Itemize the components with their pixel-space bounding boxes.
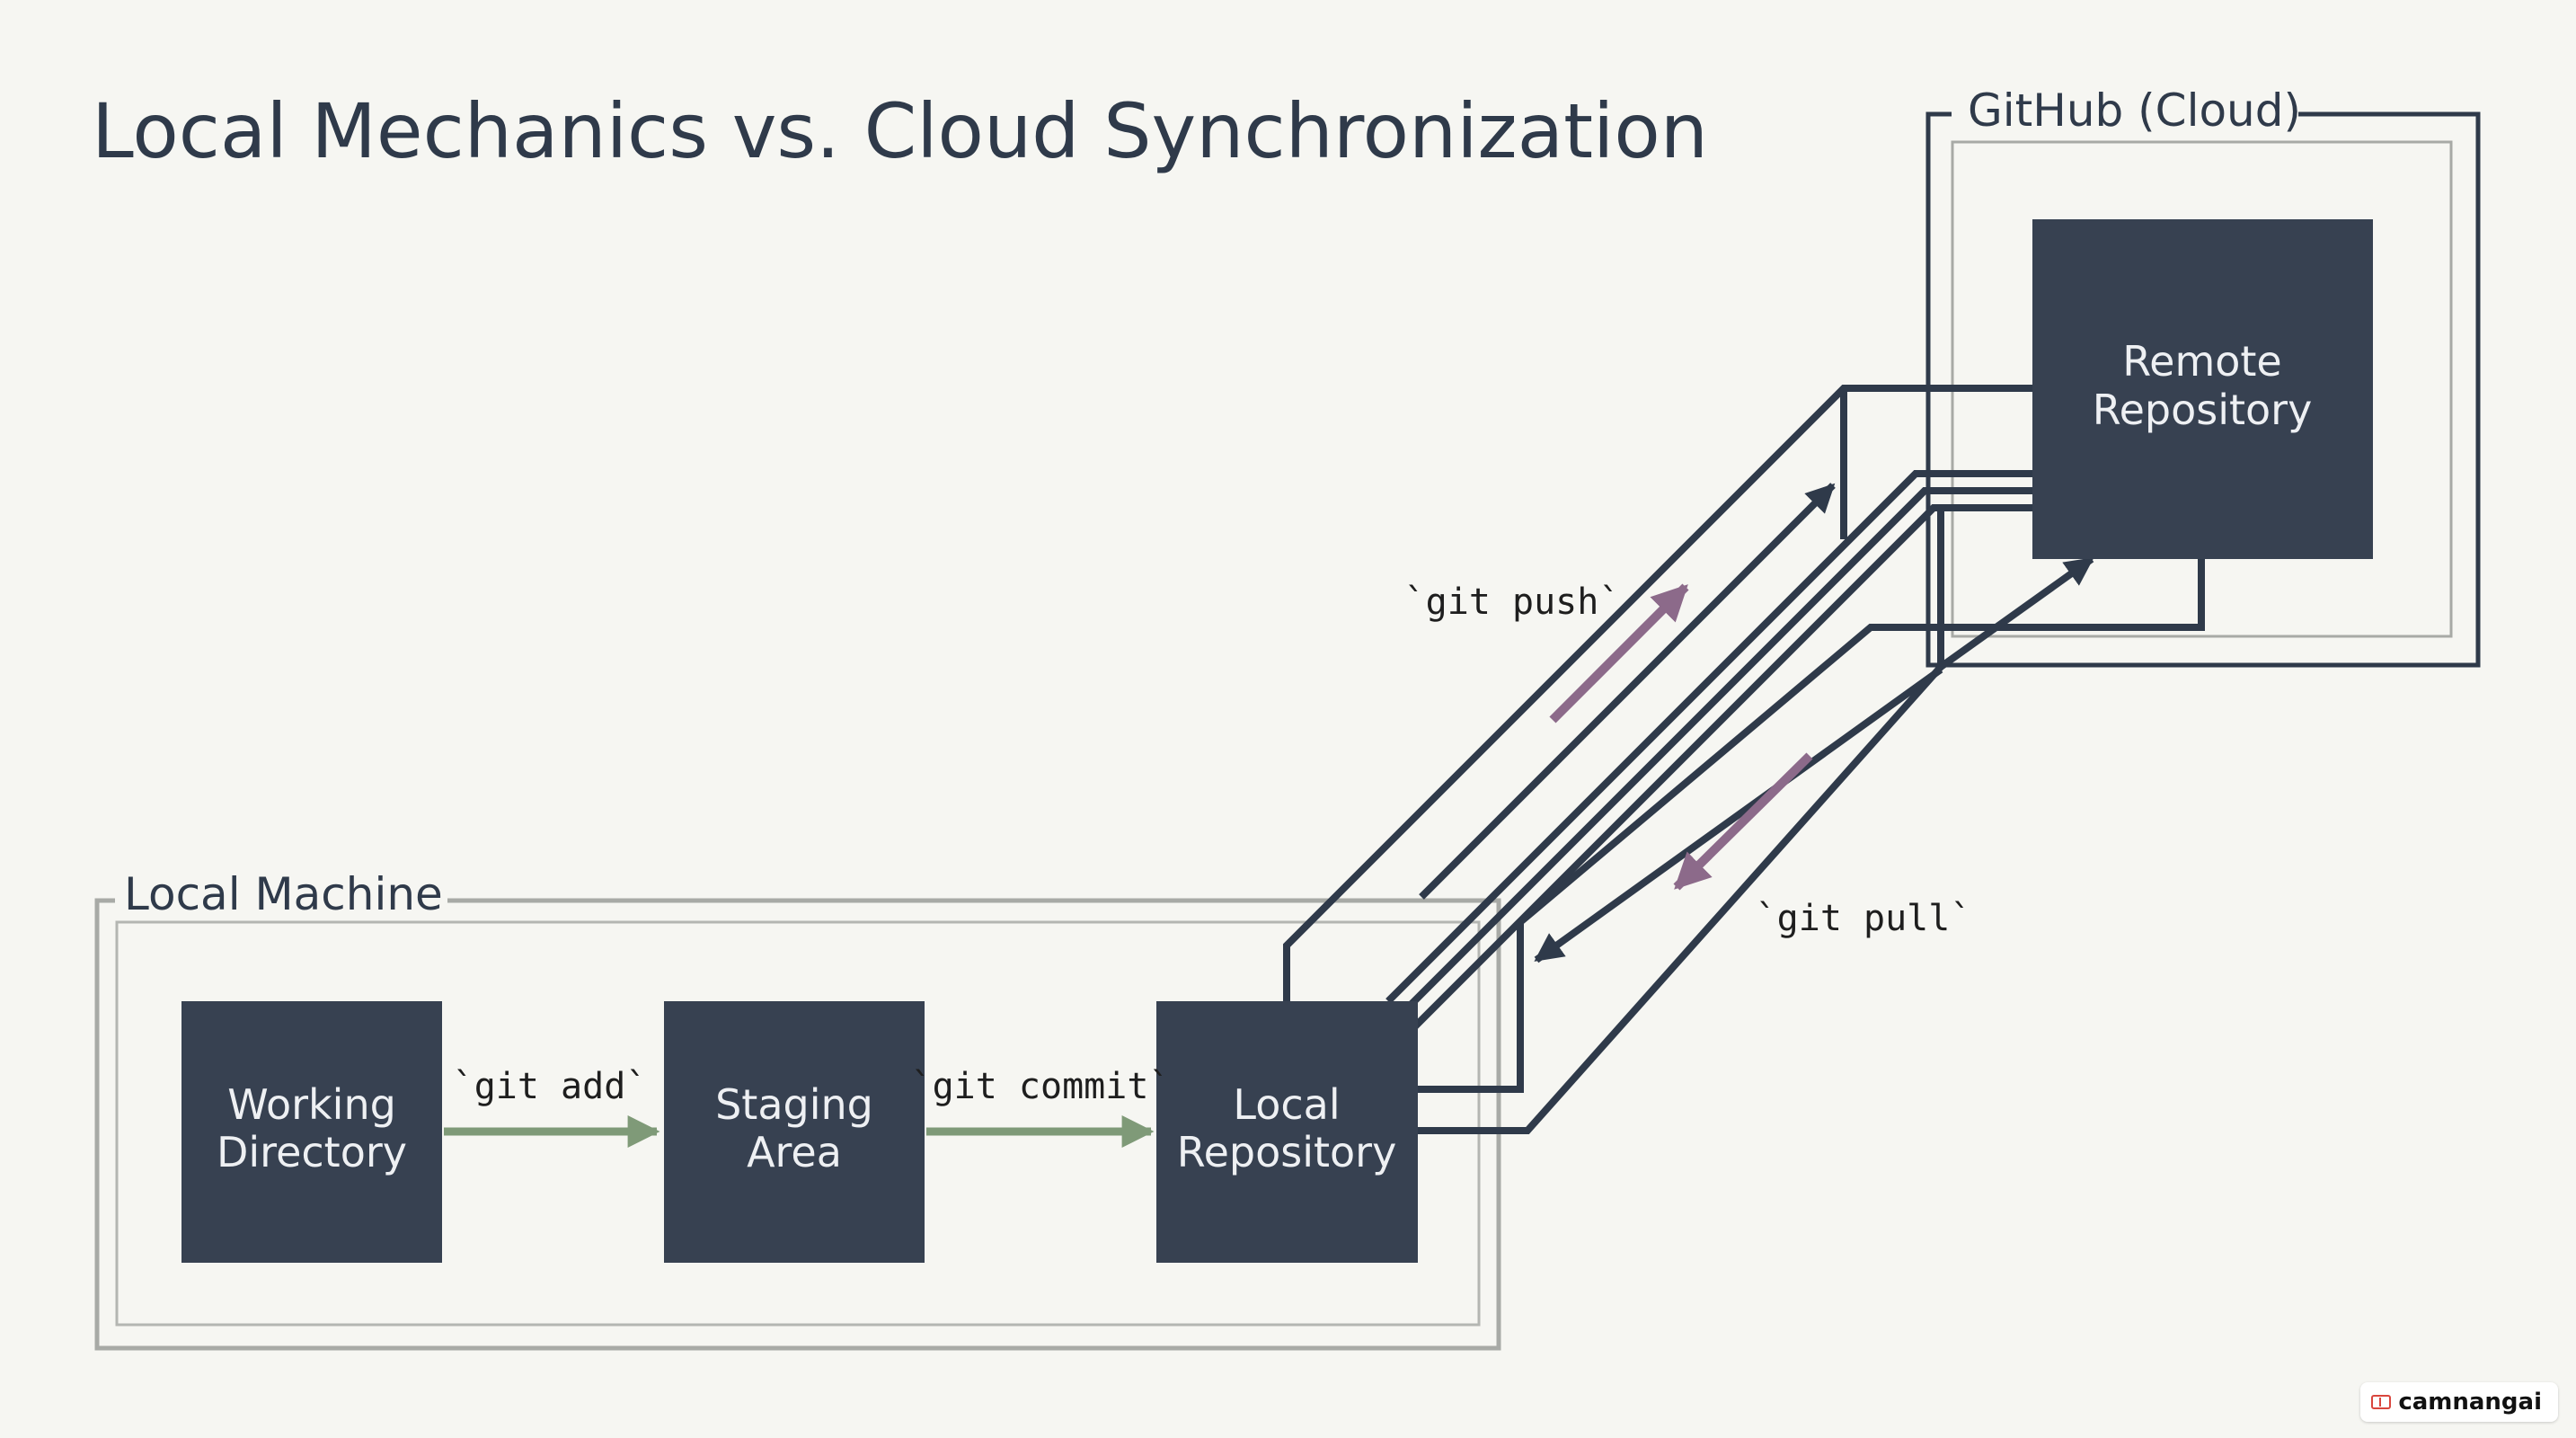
local-machine-label: Local Machine: [124, 868, 443, 920]
connector-band-1: [1385, 470, 2032, 1004]
page-title: Local Mechanics vs. Cloud Synchronizatio…: [92, 87, 1708, 175]
lower-connector: [1418, 510, 1944, 1134]
pull-connector-arrow: [1534, 666, 1943, 963]
git-pull-transition: `git pull`: [1673, 752, 1972, 939]
sync-connectors: [1283, 385, 2205, 1134]
git-add-label: `git add`: [453, 1066, 648, 1107]
remote-repository-label-line-1: Remote: [2122, 337, 2282, 386]
remote-repository-label-line-2: Repository: [2093, 386, 2313, 434]
local-frame-outer-border: [94, 898, 1501, 1351]
working-directory-label-line-1: Working: [227, 1080, 396, 1129]
git-commit-transition: `git commit`: [911, 1066, 1171, 1148]
working-directory-box: [181, 1001, 442, 1263]
local-frame-inner-border: [115, 920, 1481, 1327]
github-cloud-frame: GitHub (Cloud): [1925, 84, 2481, 668]
git-push-label: `git push`: [1404, 581, 1621, 623]
staging-area-label-line-2: Area: [747, 1128, 842, 1176]
local-machine-frame: Local Machine: [94, 868, 1501, 1351]
lower-connector-arrow: [1938, 555, 2094, 670]
git-push-arrow: [1549, 583, 1689, 723]
push-connector-arrow: [1419, 483, 1836, 900]
git-pull-label: `git pull`: [1756, 898, 1972, 939]
staging-area-node: Staging Area: [664, 1001, 925, 1263]
remote-repository-box: [2032, 219, 2373, 559]
working-directory-label-line-2: Directory: [217, 1128, 407, 1176]
connector-band-2: [1399, 487, 2032, 1016]
git-push-transition: `git push`: [1404, 581, 1689, 723]
git-add-transition: `git add`: [444, 1066, 660, 1148]
staging-area-box: [664, 1001, 925, 1263]
git-pull-arrow: [1673, 752, 1813, 891]
watermark-badge: camnangai: [2360, 1382, 2558, 1422]
remote-repository-node: Remote Repository: [2032, 219, 2373, 559]
pull-connector: [1418, 559, 2205, 1093]
push-connector-top: [1283, 385, 2032, 1001]
github-cloud-label: GitHub (Cloud): [1968, 84, 2301, 137]
git-commit-label: `git commit`: [911, 1066, 1171, 1107]
staging-area-label-line-1: Staging: [715, 1080, 873, 1129]
book-icon: [2371, 1395, 2392, 1409]
cloud-frame-outer-border: [1925, 111, 2481, 668]
local-repository-node: Local Repository: [1156, 1001, 1418, 1263]
connector-band-3: [1412, 504, 2032, 1029]
local-repository-label-line-2: Repository: [1177, 1128, 1397, 1176]
local-repository-label-line-1: Local: [1233, 1080, 1340, 1129]
local-repository-box: [1156, 1001, 1418, 1263]
working-directory-node: Working Directory: [181, 1001, 442, 1263]
watermark-text: camnangai: [2398, 1389, 2542, 1416]
